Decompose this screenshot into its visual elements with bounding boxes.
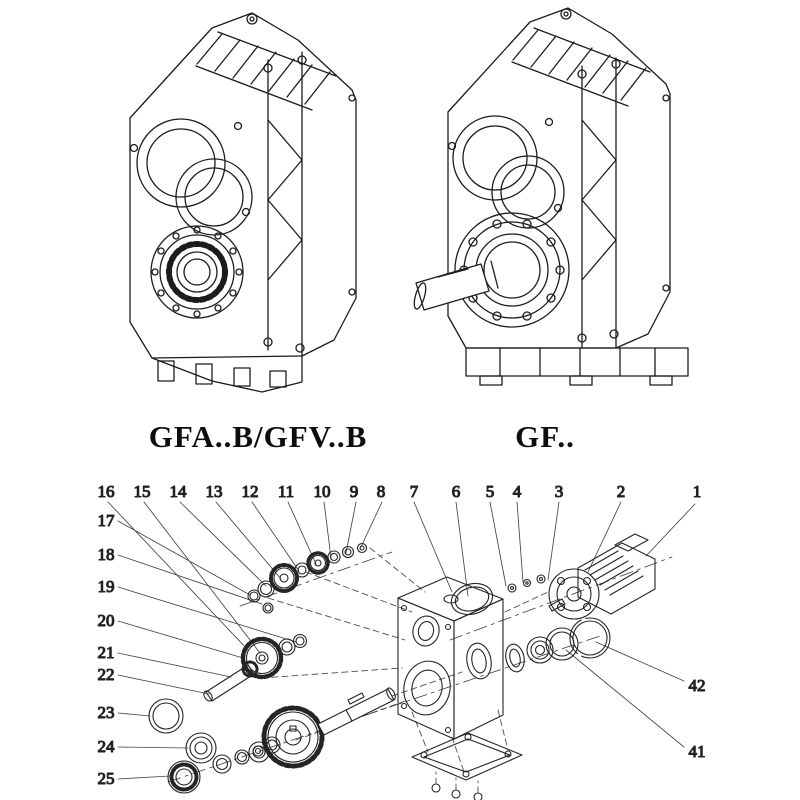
input-bores bbox=[129, 118, 253, 236]
leader-lines bbox=[107, 501, 696, 780]
projection-lines bbox=[261, 547, 549, 773]
base-gasket-and-bolts bbox=[411, 732, 523, 800]
callout-label: 24 bbox=[98, 737, 116, 756]
base-rail bbox=[465, 347, 689, 386]
callout-label: 17 bbox=[98, 511, 116, 530]
motor-side-parts bbox=[450, 574, 611, 673]
callout-label: 18 bbox=[98, 545, 115, 564]
callout-label: 21 bbox=[98, 643, 115, 662]
callout-label: 1 bbox=[693, 482, 702, 501]
callout-label: 20 bbox=[98, 611, 115, 630]
output-bearing-cover bbox=[150, 225, 244, 319]
exploded-view: 16 15 14 13 12 11 10 9 8 7 6 5 4 3 2 1 1… bbox=[97, 481, 706, 800]
callout-label: 2 bbox=[617, 482, 626, 501]
callout-label: 8 bbox=[377, 482, 386, 501]
motor bbox=[548, 533, 656, 620]
mounting-feet bbox=[151, 355, 303, 388]
callout-label: 16 bbox=[98, 482, 115, 501]
side-ribs bbox=[577, 57, 670, 349]
callout-label: 15 bbox=[134, 482, 151, 501]
input-shaft-parts bbox=[247, 542, 368, 614]
side-ribs bbox=[263, 51, 356, 357]
model-label-right: GF.. bbox=[515, 419, 575, 454]
input-bores bbox=[447, 115, 565, 229]
callout-label: 3 bbox=[555, 482, 564, 501]
output-shaft bbox=[413, 260, 499, 311]
callout-label: 14 bbox=[170, 482, 188, 501]
cooling-fins bbox=[511, 27, 651, 107]
gearbox-left-drawing bbox=[129, 12, 357, 393]
callout-label: 19 bbox=[98, 577, 115, 596]
bearing-and-seal-parts bbox=[148, 698, 264, 794]
gearbox-right-drawing bbox=[413, 7, 689, 386]
callout-labels: 16 15 14 13 12 11 10 9 8 7 6 5 4 3 2 1 1… bbox=[97, 481, 706, 788]
callout-label: 6 bbox=[452, 482, 461, 501]
callout-label: 5 bbox=[486, 482, 495, 501]
callout-label: 9 bbox=[350, 482, 359, 501]
callout-label: 41 bbox=[689, 742, 706, 761]
callout-label: 13 bbox=[206, 482, 223, 501]
callout-label: 23 bbox=[98, 703, 115, 722]
callout-label: 42 bbox=[689, 676, 706, 695]
callout-label: 4 bbox=[513, 482, 522, 501]
callout-label: 12 bbox=[242, 482, 259, 501]
callout-label: 11 bbox=[278, 482, 294, 501]
callout-label: 10 bbox=[314, 482, 331, 501]
callout-label: 7 bbox=[410, 482, 419, 501]
intermediate-gear-parts bbox=[203, 633, 308, 702]
output-gear-parts bbox=[248, 687, 396, 769]
callout-label: 25 bbox=[98, 769, 115, 788]
callout-label: 22 bbox=[98, 665, 115, 684]
model-label-left: GFA..B/GFV..B bbox=[149, 419, 368, 454]
